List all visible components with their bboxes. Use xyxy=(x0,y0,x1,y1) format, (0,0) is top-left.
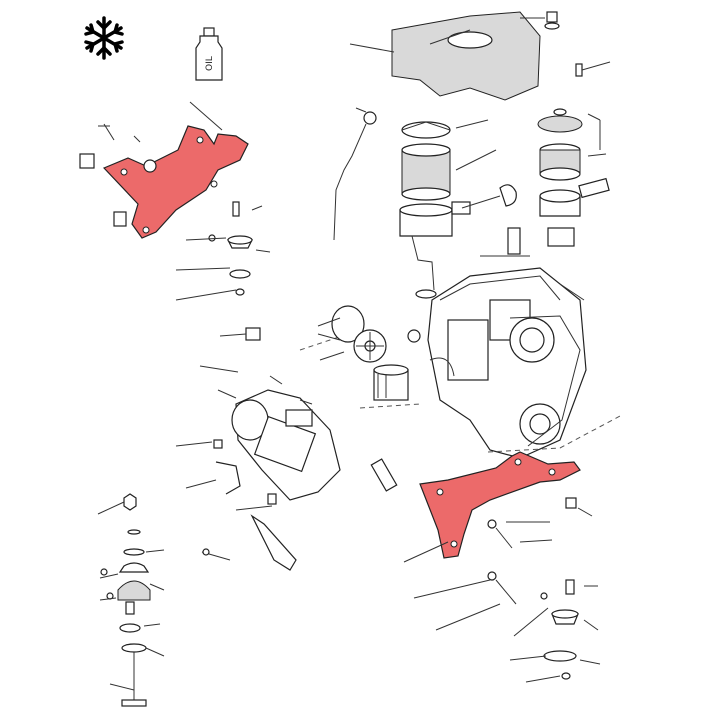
engine-bracket-right xyxy=(419,451,581,559)
mount-stack-lower-left xyxy=(97,493,165,707)
snowflake-icon xyxy=(84,16,124,60)
engine-cover xyxy=(349,11,541,101)
transmission-fasteners xyxy=(175,365,297,571)
cap-nut xyxy=(520,11,560,30)
dipstick xyxy=(333,107,377,241)
engine-bracket-left xyxy=(102,125,249,239)
bracket-left-fasteners xyxy=(79,101,223,227)
hose-clamp xyxy=(499,184,521,255)
bracket-right-fasteners xyxy=(403,497,593,631)
oil-bottle: OIL xyxy=(195,27,223,81)
locating-pin xyxy=(370,458,398,492)
pre-cleaner-assembly xyxy=(537,108,610,247)
transmission xyxy=(231,375,341,501)
mount-stack-upper-left xyxy=(175,201,271,301)
engine-block xyxy=(427,255,587,459)
dashed-guides xyxy=(299,329,621,453)
oil-filter xyxy=(373,364,409,401)
oil-bottle-label: OIL xyxy=(205,56,215,71)
rubber-bushing xyxy=(219,327,261,341)
small-stud xyxy=(575,61,611,77)
air-filter-assembly xyxy=(399,119,501,299)
water-pump-pulley xyxy=(317,305,421,363)
mount-stack-lower-right xyxy=(509,579,601,683)
